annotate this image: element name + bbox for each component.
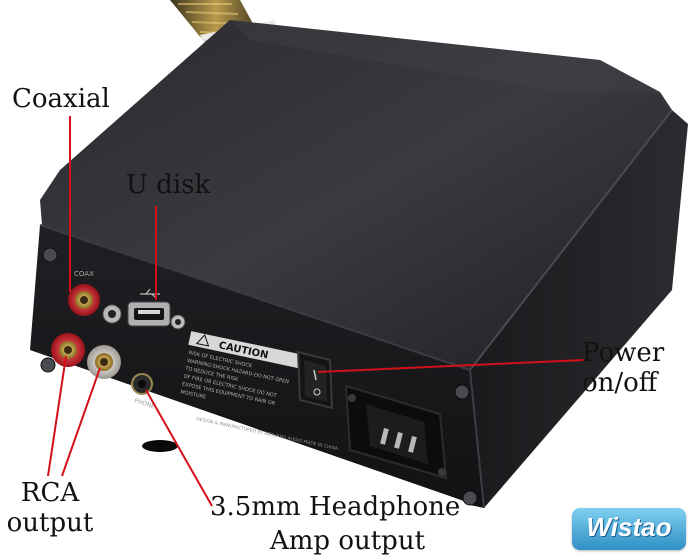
coax-port-marking: COAX [74,270,94,278]
usb-side-jack[interactable] [170,314,186,330]
coaxial-jack[interactable] [68,284,100,316]
headphone-callout-label: 3.5mm Headphone [210,492,461,522]
rca-callout-line-2-text: output [6,508,94,538]
wistao-logo: Wistao [572,508,686,550]
udisk-callout-label: U disk [126,170,211,200]
wistao-logo-text: Wistao [586,512,672,542]
rca-callout-label: RCA output [2,478,98,538]
chassis-side [470,110,688,508]
caution-line-5: MOISTURE [180,389,207,400]
rca-output-left-jack[interactable] [51,333,85,367]
usb-port[interactable] [127,301,171,327]
headphone-jack[interactable] [131,373,153,395]
power-callout-label: Power on/off [582,338,664,398]
rca-callout-line-1 [47,355,67,477]
power-switch[interactable] [296,350,334,410]
power-callout-line [317,359,585,373]
rca-output-right-jack[interactable] [87,345,121,379]
optical-jack[interactable] [102,304,122,324]
panel-screws [40,247,478,506]
warning-triangle-icon [195,334,210,347]
headphone-callout-line [145,389,213,507]
callout-lines [47,116,585,507]
rca-callout-line-2 [61,367,101,477]
phone-port-marking: PHONE [133,397,155,410]
coaxial-callout-label: Coaxial [12,84,110,114]
power-callout-line-1: Power [582,338,665,368]
power-inlet[interactable] [344,384,448,480]
amp-output-callout-label: Amp output [270,526,426,556]
chassis-top [40,20,672,370]
rca-callout-line-1-text: RCA [20,478,80,508]
power-callout-line-2: on/off [582,368,658,398]
